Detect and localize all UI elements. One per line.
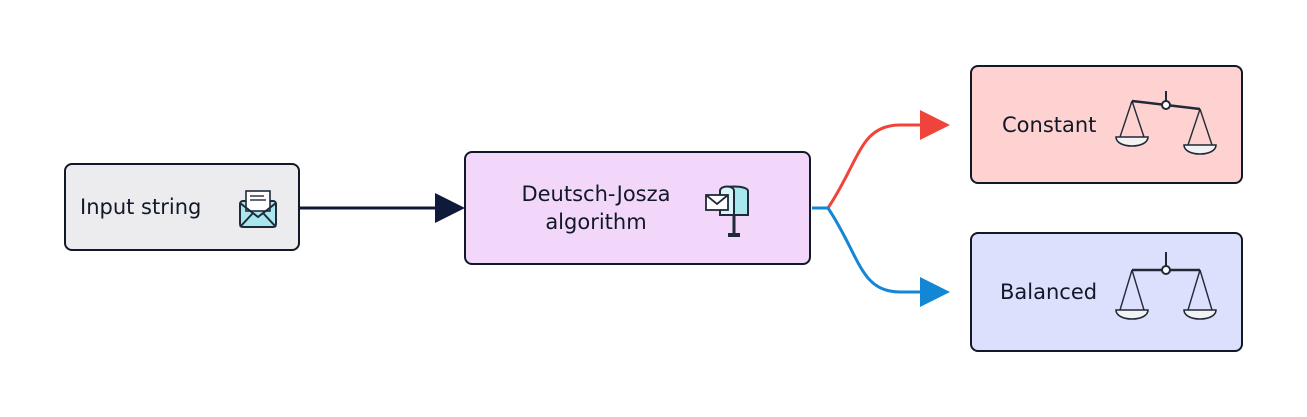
node-label: Input string [80,195,202,219]
node-input-string: Input string [64,163,300,251]
mailbox-icon [705,185,749,237]
node-label: Constant [1002,112,1097,137]
edge-algorithm-to-balanced [812,206,950,307]
node-label: Deutsch-Josza algorithm [511,180,681,236]
node-deutsch-josza-algorithm: Deutsch-Josza algorithm [464,151,811,265]
edge-algorithm-to-constant [812,110,950,210]
envelope-icon [239,190,277,228]
node-label: Balanced [1000,280,1098,304]
scale-icon [1115,252,1217,320]
node-label-line-2: algorithm [545,210,647,234]
scale-icon [1115,91,1217,155]
node-label-line-1: Deutsch-Josza [521,182,671,206]
node-balanced: Balanced [970,232,1243,352]
node-constant: Constant [970,65,1243,184]
